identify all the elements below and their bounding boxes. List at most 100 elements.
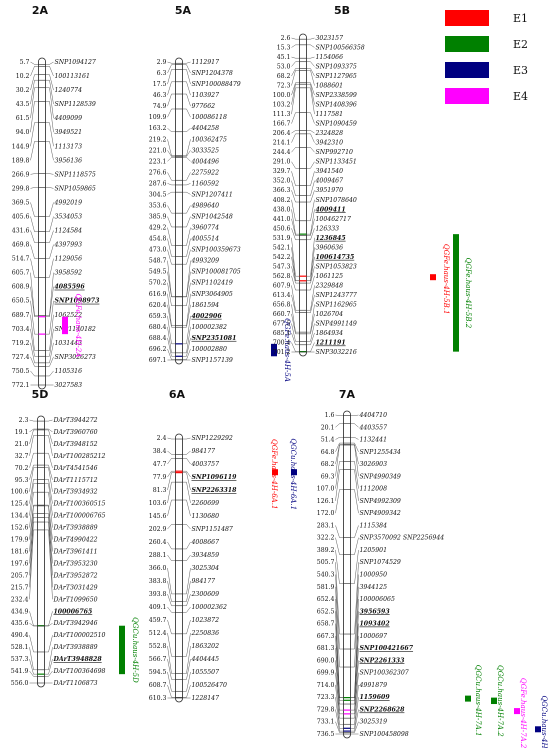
marker-name: SNP100081705 xyxy=(192,269,241,276)
marker-position: 69.3 xyxy=(321,473,335,480)
marker-name: DArT1115712 xyxy=(53,477,98,484)
marker-position: 697.1 xyxy=(149,357,167,364)
marker-name: SNP1127965 xyxy=(316,73,357,80)
marker-connector-right xyxy=(306,147,315,153)
marker-name: 3534053 xyxy=(55,213,83,220)
marker-name: 4993209 xyxy=(191,258,220,265)
qtl-label: QGFe.haus-4H-2A xyxy=(74,294,82,358)
marker-name: 4008667 xyxy=(191,539,220,546)
marker-connector-left xyxy=(167,238,176,257)
marker-position: 566.7 xyxy=(149,656,167,663)
marker-position: 304.5 xyxy=(149,191,167,198)
marker-name: SNP1078640 xyxy=(316,197,357,204)
marker-connector-left xyxy=(167,282,176,306)
marker-position: 552.8 xyxy=(149,643,167,650)
marker-name: 4002906 xyxy=(192,313,223,320)
marker-name: 1000697 xyxy=(360,633,388,640)
marker-position: 701.2 xyxy=(273,349,291,356)
marker-connector-left xyxy=(291,130,300,134)
marker-connector-left xyxy=(167,293,176,326)
marker-name: SNP1207411 xyxy=(192,191,233,198)
marker-connector-left xyxy=(335,549,344,584)
marker-name: 100526470 xyxy=(192,682,227,689)
marker-connector-right xyxy=(350,684,359,725)
marker-connector-right xyxy=(350,660,359,715)
marker-position: 77.9 xyxy=(153,474,167,481)
marker-name: DArT3953230 xyxy=(53,560,98,567)
marker-connector-left xyxy=(167,139,176,156)
chromosome-title: 2A xyxy=(32,4,49,17)
marker-position: 329.7 xyxy=(273,168,291,175)
marker-position: 2.6 xyxy=(281,35,291,42)
marker-connector-left xyxy=(29,505,38,552)
marker-connector-left xyxy=(30,300,39,335)
qtl-bar xyxy=(271,343,277,357)
marker-name: 3960636 xyxy=(316,244,344,251)
marker-name: 1088601 xyxy=(316,83,344,90)
legend-swatch xyxy=(445,62,489,78)
marker-connector-left xyxy=(167,337,176,357)
marker-position: 723.3 xyxy=(317,694,335,701)
marker-position: 667.3 xyxy=(317,633,335,640)
marker-position: 244.4 xyxy=(273,149,291,156)
marker-position: 206.4 xyxy=(273,130,291,137)
marker-connector-left xyxy=(167,470,176,478)
marker-name: 100614735 xyxy=(316,254,355,261)
marker-name: 1031443 xyxy=(55,340,83,347)
marker-position: 613.4 xyxy=(273,292,291,299)
marker-position: 514.7 xyxy=(12,256,30,263)
marker-name: 3949521 xyxy=(55,129,83,136)
marker-connector-right xyxy=(182,619,191,635)
marker-connector-right xyxy=(350,444,359,477)
marker-connector-right xyxy=(44,521,53,588)
marker-row: 667.3 1000697 xyxy=(317,633,388,705)
marker-name: 4003757 xyxy=(191,461,220,468)
marker-position: 366.0 xyxy=(149,565,167,572)
qtl-qgcu-haus-4h-5d: QGCu.haus-4H-5D xyxy=(119,617,139,683)
marker-position: 719.2 xyxy=(12,340,30,347)
marker-connector-left xyxy=(335,489,344,514)
chromosome-bar xyxy=(299,33,307,357)
marker-connector-right xyxy=(182,326,191,354)
marker-connector-left xyxy=(291,112,300,124)
marker-connector-left xyxy=(30,244,39,259)
marker-name: SNP2351081 xyxy=(192,335,237,342)
marker-position: 19.1 xyxy=(15,429,29,436)
marker-position: 699.9 xyxy=(317,670,335,677)
marker-connector-right xyxy=(306,304,315,333)
marker-connector-left xyxy=(29,611,38,626)
marker-name: SNP1102419 xyxy=(192,280,233,287)
marker-position: 260.4 xyxy=(149,539,167,546)
marker-name: DArT3938889 xyxy=(53,644,98,651)
marker-connector-right xyxy=(44,504,53,540)
marker-position: 353.6 xyxy=(149,202,167,209)
marker-connector-right xyxy=(306,275,315,291)
marker-connector-left xyxy=(167,64,176,74)
marker-connector-left xyxy=(29,467,38,492)
marker-position: 145.6 xyxy=(149,513,167,520)
marker-connector-left xyxy=(335,444,344,465)
qtl-bar xyxy=(491,697,497,705)
marker-connector-left xyxy=(335,574,344,650)
marker-connector-right xyxy=(182,499,191,517)
marker-connector-left xyxy=(167,671,176,692)
marker-connector-right xyxy=(44,505,53,552)
marker-position: 389.2 xyxy=(317,547,335,554)
marker-connector-left xyxy=(335,537,344,555)
marker-connector-right xyxy=(350,574,359,650)
marker-position: 714.0 xyxy=(317,682,335,689)
marker-name: 1023872 xyxy=(192,617,220,624)
